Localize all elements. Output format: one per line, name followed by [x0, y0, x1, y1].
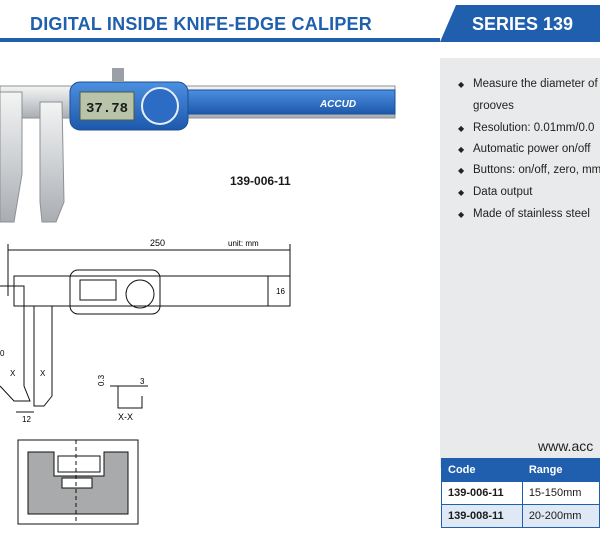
- feature-item: Data output: [473, 186, 533, 198]
- series-label: SERIES 139: [472, 14, 574, 34]
- section-mark-left: X: [10, 369, 16, 378]
- feature-item: Resolution: 0.01mm/0.0: [473, 122, 595, 134]
- length-label: 250: [150, 238, 165, 248]
- cell-code: 139-006-11: [441, 481, 523, 505]
- cell-range: 20-200mm: [521, 504, 600, 528]
- column-header-range: Range: [521, 458, 600, 482]
- section-label: X-X: [118, 412, 133, 422]
- section-mark-right: X: [40, 369, 46, 378]
- header-rule: [0, 38, 440, 42]
- cell-range: 15-150mm: [521, 481, 600, 505]
- drawing-fixed-jaw: [0, 285, 31, 402]
- column-header-code: Code: [441, 458, 523, 482]
- groove-section-drawing: [17, 439, 139, 525]
- bullet-icon: ◆: [458, 80, 465, 89]
- brand-logo: ACCUD: [319, 99, 356, 110]
- caliper-photo: 37.78 ACCUD: [0, 68, 396, 223]
- drawing-beam: [13, 275, 291, 307]
- edge-height-label: 3: [140, 377, 145, 386]
- thumb-screw: [112, 68, 124, 82]
- feature-item: Measure the diameter of: [473, 78, 598, 90]
- drawing-dial: [125, 279, 155, 309]
- groove-cavity: [57, 455, 101, 473]
- sliding-jaw: [39, 101, 65, 223]
- feature-item: grooves: [473, 100, 514, 112]
- table-row: 139-008-11 20-200mm: [441, 504, 600, 528]
- groove-jaw: [61, 477, 93, 489]
- drawing-lcd: [79, 279, 117, 301]
- features-panel: [440, 58, 600, 468]
- edge-thickness-label: 0.3: [97, 374, 106, 386]
- drawing-section-profile: [117, 386, 143, 409]
- page-title: DIGITAL INSIDE KNIFE-EDGE CALIPER: [30, 14, 372, 34]
- feature-item: Automatic power on/off: [473, 143, 591, 155]
- technical-drawing: 250 unit: mm 16 0 X X 12 0.3 3 X-X: [0, 238, 291, 424]
- fixed-jaw: [0, 91, 23, 223]
- unit-label: unit: mm: [228, 239, 259, 248]
- bullet-icon: ◆: [458, 124, 465, 133]
- jaw-depth-label: 0: [0, 349, 5, 358]
- lcd-display: [79, 91, 135, 121]
- website-url: www.acc: [538, 438, 594, 454]
- drawing-slider: [69, 269, 161, 315]
- bullet-icon: ◆: [458, 145, 465, 154]
- table-header-row: Code Range: [441, 458, 600, 482]
- dial-button: [141, 87, 179, 125]
- bullet-icon: ◆: [458, 210, 465, 219]
- cell-code: 139-008-11: [441, 504, 523, 528]
- caliper-scale: [179, 89, 396, 115]
- feature-item: Buttons: on/off, zero, mm: [473, 164, 600, 176]
- model-caption: 139-006-11: [230, 174, 291, 188]
- spec-table: Code Range 139-006-11 15-150mm 139-008-1…: [441, 458, 600, 528]
- table-row: 139-006-11 15-150mm: [441, 481, 600, 505]
- drawing-sliding-jaw: [33, 305, 53, 407]
- feature-item: Made of stainless steel: [473, 208, 590, 220]
- bullet-icon: ◆: [458, 166, 465, 175]
- series-tab: [440, 5, 600, 42]
- display-reading: 37.78: [86, 101, 128, 117]
- height-label: 16: [276, 287, 285, 296]
- bullet-icon: ◆: [458, 188, 465, 197]
- jaw-width-label: 12: [22, 415, 31, 424]
